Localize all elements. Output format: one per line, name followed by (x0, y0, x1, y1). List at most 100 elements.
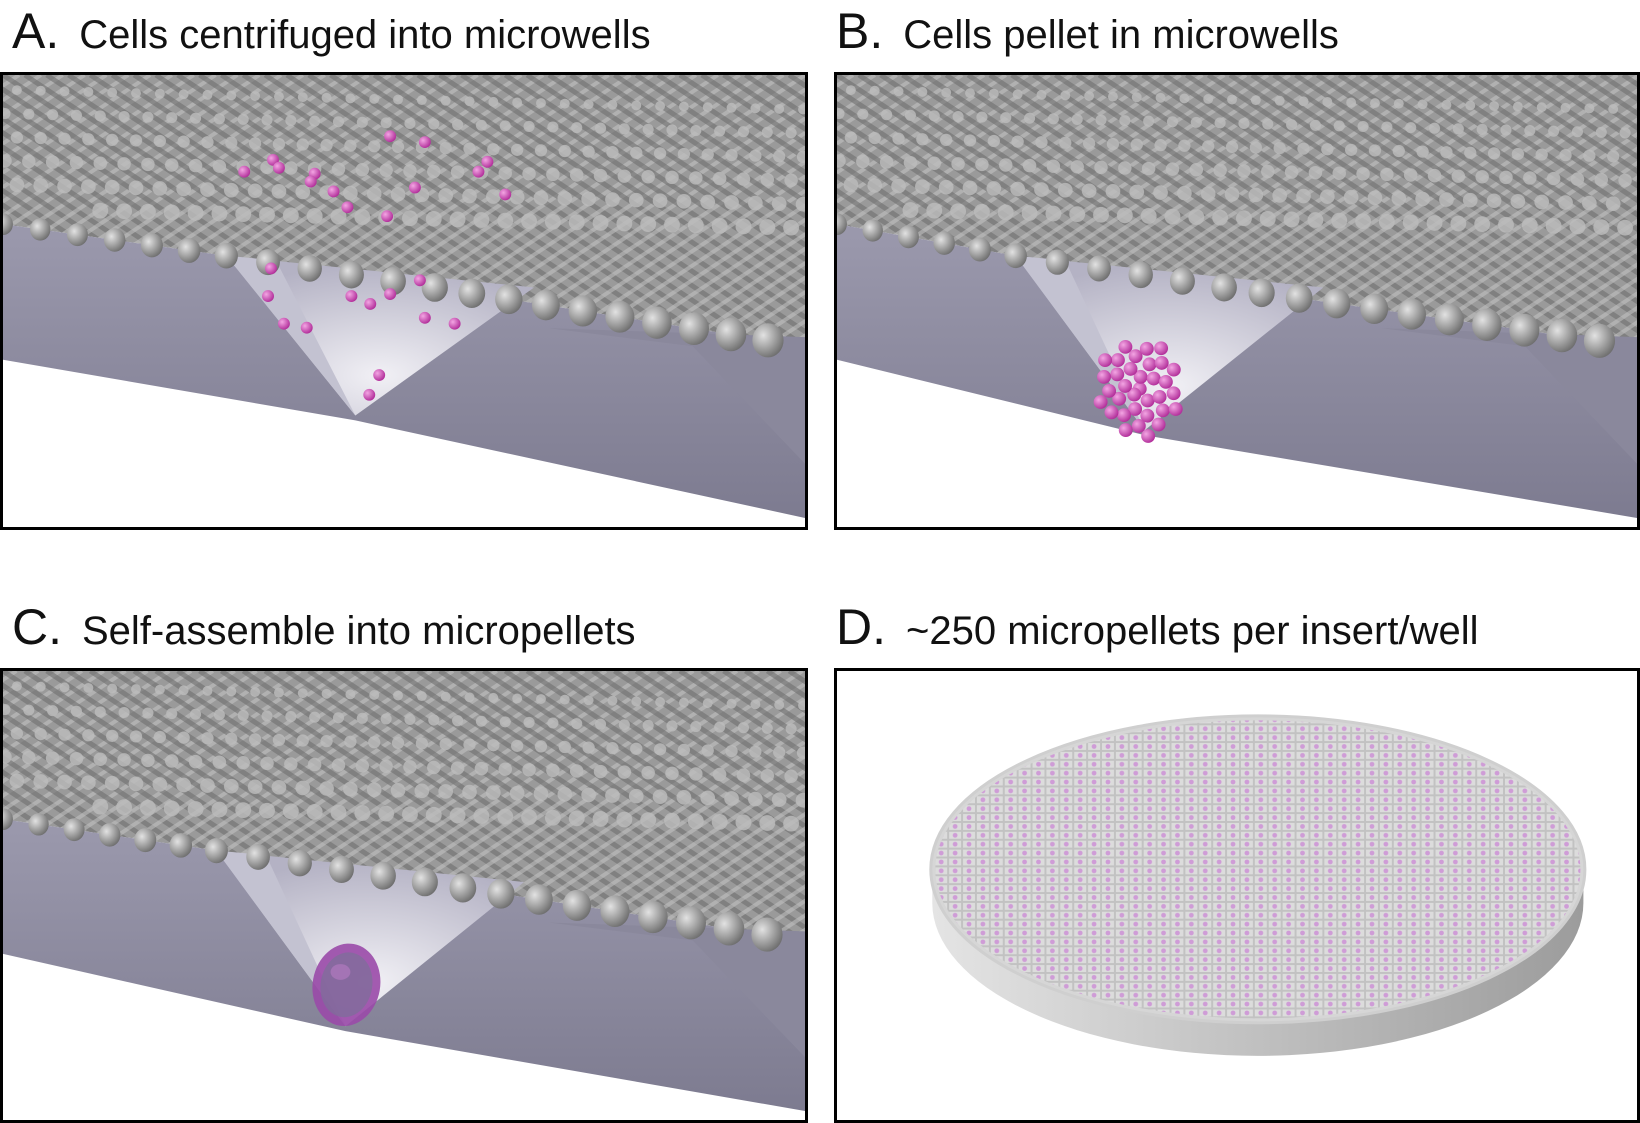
cell (1104, 405, 1119, 420)
mesh-cross-node (655, 697, 666, 707)
panel-d-caption: ~250 micropellets per insert/well (906, 609, 1479, 653)
mesh-node (1583, 323, 1616, 358)
mesh-cross-node (1084, 91, 1095, 101)
mesh-cross-node (261, 710, 273, 722)
mesh-cross-node (94, 110, 106, 122)
mesh-cross-node (391, 140, 405, 154)
mesh-cross-node (630, 146, 643, 159)
mesh-node (715, 317, 747, 352)
mesh-cross-node (440, 691, 451, 702)
mesh-cross-node (1605, 196, 1621, 211)
mesh-cross-node (725, 148, 738, 162)
mesh-node (562, 889, 592, 921)
mesh-cross-node (867, 178, 883, 193)
mesh-cross-node (23, 704, 35, 716)
mesh-strand (613, 217, 805, 348)
mesh-cross-node (438, 188, 454, 203)
mesh-cross-node (1499, 170, 1513, 185)
mesh-cross-node (142, 111, 154, 123)
mesh-node (411, 867, 438, 897)
mesh-cross-node (1046, 159, 1061, 173)
mesh-cross-node (187, 801, 204, 817)
mesh-cross-node (1094, 160, 1108, 175)
cell (1139, 341, 1154, 356)
mesh-cross-node (592, 215, 609, 231)
mesh-cross-node (760, 172, 775, 187)
mesh-cross-node (142, 707, 154, 719)
mesh-cross-node (737, 722, 750, 734)
cell (277, 317, 290, 330)
mesh-cross-node (282, 207, 299, 224)
mesh-strand (3, 671, 84, 726)
mesh-cross-node (425, 210, 442, 227)
mesh-cross-node (190, 708, 202, 720)
mesh-cross-node (583, 695, 594, 706)
mesh-node (3, 808, 13, 831)
mesh-cross-node (379, 163, 393, 178)
mesh-cross-node (284, 161, 298, 175)
mesh-cross-node (837, 108, 845, 120)
mesh-strand (635, 231, 805, 348)
mesh-cross-node (1594, 173, 1609, 187)
cell (345, 290, 358, 302)
mesh-cross-node (438, 784, 454, 799)
mesh-strand (678, 671, 805, 757)
mesh-strand (3, 75, 108, 146)
well-plate-surface-front (837, 224, 1637, 518)
mesh-node (214, 243, 238, 269)
mesh-cross-node (416, 95, 427, 106)
mesh-cross-node (1331, 212, 1348, 229)
mesh-node (1045, 249, 1069, 275)
mesh-cross-node (1227, 94, 1237, 105)
mesh-strand (656, 840, 805, 943)
panel-c-illustration (0, 668, 808, 1123)
mesh-cross-node (237, 113, 249, 125)
mesh-node (1434, 303, 1464, 336)
panel-d-illustration (834, 668, 1640, 1123)
microwell-cone-front (216, 850, 525, 1027)
mesh-cross-node (131, 88, 141, 99)
mesh-cross-node (568, 214, 585, 231)
mesh-strand (722, 884, 805, 943)
mesh-cross-node (1203, 94, 1214, 104)
mesh-node (605, 300, 635, 333)
mesh-cross-node (1155, 92, 1166, 103)
mesh-cross-node (332, 116, 345, 128)
mesh-cross-node (1011, 135, 1024, 148)
mesh-cross-node (1321, 143, 1334, 156)
mesh-strand (3, 671, 127, 755)
mesh-cross-node (188, 754, 203, 769)
mesh-cross-node (1548, 125, 1560, 137)
mesh-cross-node (640, 216, 657, 233)
cell (472, 165, 485, 178)
mesh-strand (3, 75, 283, 262)
mesh-node (134, 828, 157, 853)
mesh-cross-node (70, 705, 83, 717)
mesh-cross-node (92, 798, 109, 815)
mesh-cross-node (774, 699, 785, 710)
mesh-strand (3, 75, 152, 175)
mesh-cross-node (404, 713, 416, 726)
mesh-cross-node (1154, 139, 1167, 152)
cell (381, 210, 394, 223)
mesh-cross-node (128, 180, 144, 196)
mesh-cross-node (653, 147, 667, 160)
mesh-cross-node (1165, 162, 1180, 176)
mesh-cross-node (295, 184, 311, 200)
panel-a-title: A. Cells centrifuged into microwells (12, 2, 651, 62)
mesh-cross-node (1571, 126, 1584, 138)
mesh-cross-node (523, 716, 535, 728)
cell (1168, 402, 1183, 416)
cell (1155, 403, 1170, 418)
mesh-cross-node (1261, 164, 1275, 179)
mesh-cross-node (1010, 181, 1025, 197)
mesh-cross-node (369, 690, 380, 700)
mesh-cross-node (1307, 212, 1324, 228)
mesh-cross-node (1212, 209, 1229, 226)
mesh-strand (837, 75, 942, 146)
mesh-cross-node (748, 195, 763, 211)
mesh-cross-node (509, 785, 525, 801)
mesh-cross-node (536, 98, 546, 108)
mesh-cross-node (354, 209, 371, 225)
mesh-cross-node (152, 777, 168, 792)
